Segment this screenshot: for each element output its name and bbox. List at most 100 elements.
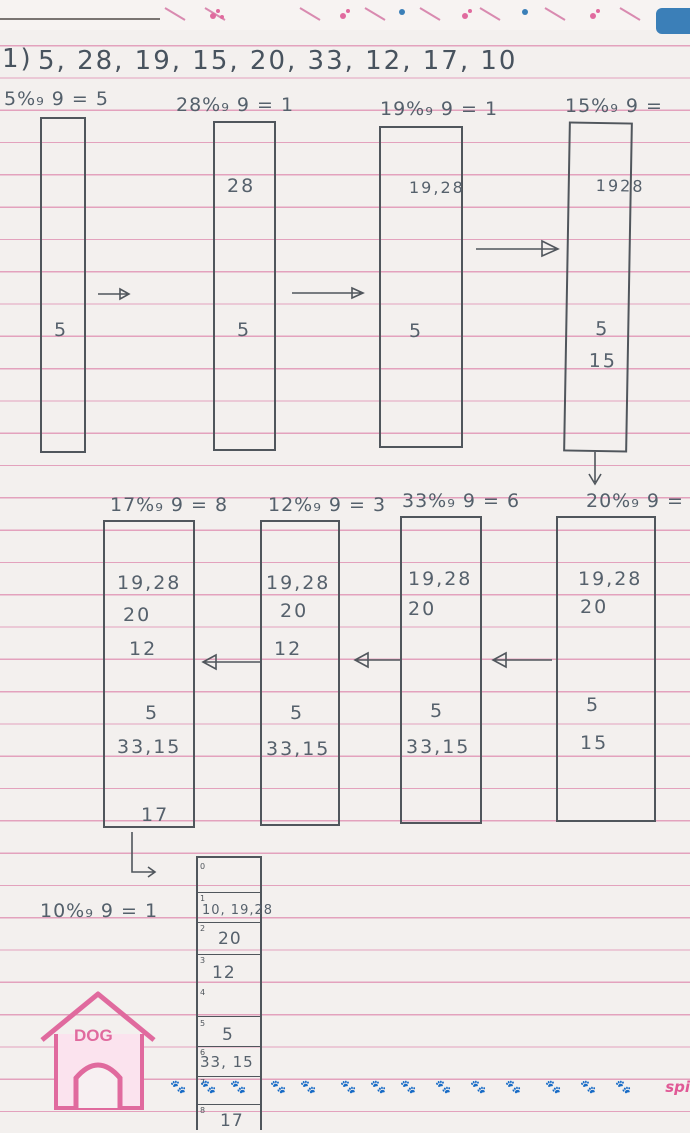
arrow-left	[353, 651, 400, 669]
table-cell: 5	[586, 694, 601, 716]
paw-icon: 🐾	[200, 1080, 217, 1095]
row-value: 5	[222, 1025, 234, 1045]
paw-icon: 🐾	[545, 1080, 562, 1095]
arrow-left	[201, 653, 260, 671]
table-cell: 5	[409, 320, 424, 342]
table-cell: 12	[274, 638, 303, 660]
table-cell: 19,28	[578, 568, 643, 590]
dog-house-icon	[40, 991, 156, 1110]
step-label: 12%₉ 9 = 3	[268, 494, 387, 516]
step-label: 33%₉ 9 = 6	[402, 490, 521, 512]
table-cell: 5	[595, 317, 610, 341]
row-value: 20	[218, 929, 242, 949]
paw-icon: 🐾	[170, 1080, 187, 1095]
table-cell: 17	[141, 804, 170, 826]
hash-table-box: 19,28 20 5 33,15	[400, 516, 482, 824]
problem-sequence: 5, 28, 19, 15, 20, 33, 12, 17, 10	[38, 46, 518, 76]
paw-icon: 🐾	[470, 1080, 487, 1095]
arrow-right	[98, 287, 131, 301]
table-cell: 5	[237, 319, 252, 341]
hash-table-box: 19,28 20 5 15	[556, 516, 656, 822]
hash-table-box: 19,28 5	[379, 126, 463, 448]
paw-icon: 🐾	[580, 1080, 597, 1095]
table-cell: 19,28	[117, 572, 182, 594]
table-cell: 19,28	[409, 178, 465, 197]
table-row: 4	[198, 986, 260, 1016]
step-label: 15%₉ 9 =	[565, 95, 663, 117]
table-cell: 5	[430, 700, 445, 722]
table-cell: 33,15	[406, 736, 471, 758]
row-index: 2	[200, 924, 206, 933]
paw-strip: 🐾 🐾 🐾 🐾 🐾 🐾 🐾 🐾 🐾 🐾 🐾 🐾 🐾 🐾	[170, 1080, 650, 1100]
hash-table-box: 28 5	[213, 121, 276, 451]
arrow-down	[588, 452, 602, 486]
table-cell: 20	[408, 598, 437, 620]
arrow-right	[292, 286, 365, 300]
step-label: 19%₉ 9 = 1	[380, 98, 499, 120]
hash-table-box: 5	[40, 117, 86, 453]
table-cell: 33,15	[266, 738, 331, 760]
hash-table-box: 19,28 20 12 5 33,15	[260, 520, 340, 826]
table-cell: 1928	[595, 175, 645, 196]
problem-number: 1)	[2, 44, 33, 74]
paw-icon: 🐾	[435, 1080, 452, 1095]
page-tab	[656, 8, 690, 34]
row-index: 8	[200, 1106, 206, 1115]
table-cell: 19,28	[408, 568, 473, 590]
table-cell: 15	[580, 732, 609, 754]
paw-icon: 🐾	[615, 1080, 632, 1095]
row-value: 12	[212, 963, 236, 983]
table-row: 3 12	[198, 954, 260, 987]
row-index: 1	[200, 894, 206, 903]
table-row: 0	[198, 858, 260, 888]
step-label: 10%₉ 9 = 1	[40, 900, 159, 922]
bone-paw-border	[164, 7, 641, 21]
table-cell: 33,15	[117, 736, 182, 758]
table-cell: 12	[129, 638, 158, 660]
step-label: 5%₉ 9 = 5	[4, 88, 109, 110]
table-cell: 19,28	[266, 572, 331, 594]
step-label: 28%₉ 9 = 1	[176, 94, 295, 116]
table-cell: 15	[588, 349, 618, 373]
row-index: 0	[200, 862, 206, 871]
paw-icon: 🐾	[505, 1080, 522, 1095]
row-index: 3	[200, 956, 206, 965]
top-ruler-line	[0, 18, 160, 20]
paw-icon: 🐾	[340, 1080, 357, 1095]
arrow-down-right	[131, 832, 157, 878]
step-label: 17%₉ 9 = 8	[110, 494, 229, 516]
dog-house-sticker: DOG	[38, 990, 158, 1115]
row-index: 5	[200, 1019, 206, 1028]
row-index: 4	[200, 988, 206, 997]
row-index: 6	[200, 1048, 206, 1057]
step-label: 20%₉ 9 =	[586, 490, 684, 512]
arrow-left	[491, 651, 552, 669]
table-row: 6 33, 15	[198, 1046, 260, 1077]
arrow-right	[476, 239, 560, 258]
paw-icon: 🐾	[400, 1080, 417, 1095]
row-index: 7	[200, 1078, 206, 1087]
brand-logo: spi	[665, 1078, 690, 1096]
final-hash-table: 0 1 10, 19,28 2 20 3 12 4 5 5 6 33, 15 7	[196, 856, 272, 1133]
table-cell: 20	[123, 604, 152, 626]
table-row: 1 10, 19,28	[198, 892, 272, 923]
table-row: 5 5	[198, 1016, 260, 1049]
table-cell: 20	[580, 596, 609, 618]
row-value: 33, 15	[200, 1053, 254, 1071]
paw-icon: 🐾	[230, 1080, 247, 1095]
row-value: 17	[220, 1111, 244, 1131]
hash-table-box: 1928 5 15	[563, 121, 645, 453]
paw-icon: 🐾	[370, 1080, 387, 1095]
sticker-label: DOG	[74, 1026, 113, 1045]
table-cell: 5	[54, 319, 69, 341]
table-cell: 28	[227, 175, 256, 197]
table-row: 2 20	[198, 922, 260, 955]
paw-icon: 🐾	[300, 1080, 317, 1095]
row-value: 10, 19,28	[202, 903, 274, 918]
paw-icon: 🐾	[270, 1080, 287, 1095]
table-row: 7	[198, 1076, 260, 1105]
table-row: 8 17	[198, 1104, 260, 1133]
table-cell: 20	[280, 600, 309, 622]
table-cell: 5	[290, 702, 305, 724]
